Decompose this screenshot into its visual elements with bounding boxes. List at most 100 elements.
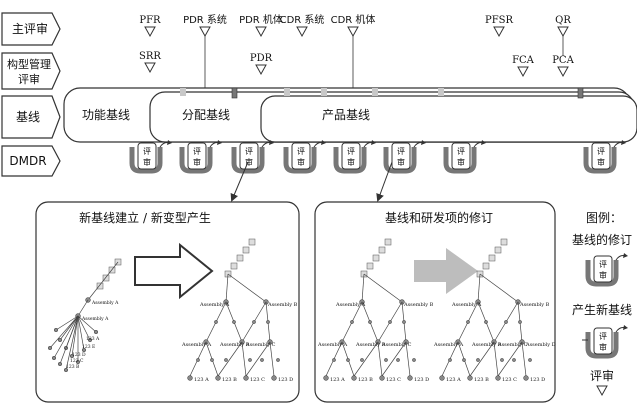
triangle-marker-icon bbox=[199, 26, 211, 38]
tree-label: 123 D bbox=[278, 377, 293, 383]
svg-text:评: 评 bbox=[297, 147, 305, 156]
svg-text:审: 审 bbox=[599, 342, 607, 352]
tree-square bbox=[378, 246, 386, 254]
tree-node bbox=[57, 361, 63, 367]
tree-label: Assembly B bbox=[219, 342, 250, 348]
svg-text:QR: QR bbox=[555, 15, 571, 26]
svg-text:DMDR: DMDR bbox=[9, 154, 46, 168]
tree-node bbox=[187, 375, 193, 381]
tree-node bbox=[379, 375, 385, 381]
tree-label: Assembly C bbox=[497, 342, 528, 348]
svg-text:审: 审 bbox=[193, 157, 201, 167]
tree-label: Assembly B bbox=[355, 342, 386, 348]
tree-node bbox=[224, 358, 228, 362]
triangle-marker-icon bbox=[493, 26, 505, 38]
milestone-pca: PCA bbox=[552, 55, 575, 78]
tree-label: 123 D bbox=[414, 377, 429, 383]
tree-label: 123 B bbox=[358, 377, 373, 383]
tree-square bbox=[248, 238, 256, 246]
tree-node bbox=[360, 358, 364, 362]
tree-label: Assembly A bbox=[317, 342, 348, 348]
svg-text:审: 审 bbox=[599, 270, 607, 280]
svg-text:审: 审 bbox=[143, 157, 151, 167]
tree-node bbox=[448, 358, 452, 362]
svg-text:基线: 基线 bbox=[16, 110, 40, 124]
review-icon: 评审 bbox=[179, 140, 222, 174]
svg-text:功能基线: 功能基线 bbox=[82, 108, 130, 122]
tree-square bbox=[494, 246, 502, 254]
milestone-srr: SRR bbox=[139, 51, 161, 74]
tree-node bbox=[69, 353, 75, 359]
review-icon: 评审 bbox=[383, 140, 426, 174]
tree-label: 123 C bbox=[70, 358, 84, 364]
tree-node bbox=[351, 375, 357, 381]
tree-node bbox=[476, 358, 480, 362]
milestone-pdr: PDR bbox=[250, 53, 273, 76]
tree-node bbox=[495, 375, 501, 381]
svg-text:评: 评 bbox=[143, 147, 151, 156]
review-icon: 评审 bbox=[333, 140, 376, 174]
review-icon: 评审 bbox=[582, 325, 628, 359]
tree-label: Assembly B bbox=[267, 302, 298, 308]
svg-text:PDR 系统: PDR 系统 bbox=[183, 13, 227, 26]
tree-label: 123 A bbox=[330, 377, 345, 383]
tree-node bbox=[512, 358, 516, 362]
review-icon: 评审 bbox=[443, 140, 486, 174]
triangle-marker-icon bbox=[144, 26, 156, 38]
svg-text:评: 评 bbox=[347, 147, 355, 156]
arrow-to-right-panel bbox=[376, 161, 393, 202]
svg-text:产生新基线: 产生新基线 bbox=[572, 302, 632, 317]
tree-node bbox=[248, 358, 252, 362]
tree-node bbox=[407, 375, 413, 381]
tree-node bbox=[332, 358, 336, 362]
tree-node bbox=[350, 320, 354, 324]
triangle-marker-icon bbox=[255, 26, 267, 38]
tree-square bbox=[384, 238, 392, 246]
tree-label: Assembly A bbox=[81, 316, 109, 322]
arrow-to-left-panel bbox=[230, 161, 249, 202]
milestone-cdr-system: CDR 系统 bbox=[280, 13, 324, 38]
tree-label: 123 C bbox=[250, 377, 265, 383]
svg-text:评: 评 bbox=[599, 332, 607, 341]
tree-node bbox=[196, 358, 200, 362]
panel-title-right: 基线和研发项的修订 bbox=[385, 210, 493, 225]
tree-square bbox=[366, 262, 374, 270]
tree-node bbox=[323, 375, 329, 381]
tree-square bbox=[96, 282, 104, 290]
review-icon: 评审 bbox=[585, 253, 628, 287]
tree-label: Assembly A bbox=[91, 300, 119, 306]
review-icon: 评审 bbox=[583, 140, 626, 174]
tree-node bbox=[368, 320, 372, 324]
tree-node bbox=[232, 320, 236, 324]
svg-text:审: 审 bbox=[457, 157, 465, 167]
tree-square bbox=[230, 262, 238, 270]
svg-text:评审: 评审 bbox=[590, 368, 614, 383]
svg-text:评: 评 bbox=[597, 147, 605, 156]
baseline-ticks bbox=[180, 88, 444, 96]
tree-square bbox=[482, 262, 490, 270]
svg-text:审: 审 bbox=[597, 157, 605, 167]
hollow-arrow-icon bbox=[134, 242, 214, 300]
tree-node bbox=[388, 320, 392, 324]
milestone-pdr-body: PDR 机体 bbox=[239, 13, 283, 38]
tree-node bbox=[260, 358, 264, 362]
triangle-marker-icon bbox=[255, 64, 267, 76]
svg-text:审: 审 bbox=[397, 157, 405, 167]
tree-label: 123 D bbox=[530, 377, 545, 383]
svg-text:主评审: 主评审 bbox=[12, 21, 48, 36]
svg-text:PFR: PFR bbox=[139, 15, 161, 26]
svg-text:CDR 机体: CDR 机体 bbox=[331, 13, 376, 26]
tree-node bbox=[484, 320, 488, 324]
tree-node bbox=[276, 358, 280, 362]
svg-text:审: 审 bbox=[347, 157, 355, 167]
tree-square bbox=[500, 238, 508, 246]
tree-node bbox=[214, 320, 218, 324]
legend: 图例： 基线的修订 评审 产生新基线 评审 评审 bbox=[572, 211, 632, 397]
tree-label: 123 E bbox=[82, 344, 95, 350]
tree-label: Assembly A bbox=[181, 342, 212, 348]
tree-node bbox=[252, 320, 256, 324]
tree-label: Assembly B bbox=[519, 302, 550, 308]
svg-text:PDR 机体: PDR 机体 bbox=[239, 13, 283, 26]
tree-node bbox=[467, 375, 473, 381]
